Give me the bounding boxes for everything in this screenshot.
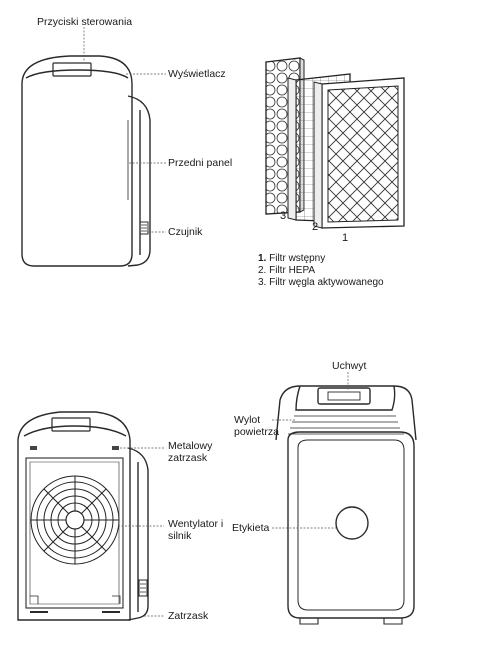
front-leaders bbox=[83, 27, 166, 233]
fan-motor bbox=[30, 475, 120, 565]
label-fan-motor: Wentylator i silnik bbox=[168, 518, 224, 542]
label-sensor: Czujnik bbox=[168, 226, 203, 238]
back-leaders bbox=[272, 372, 349, 529]
filter-number-1: 1 bbox=[342, 232, 349, 244]
back-view-purifier bbox=[275, 385, 417, 625]
label-display: Wyświetlacz bbox=[168, 68, 226, 80]
open-leaders bbox=[118, 447, 164, 617]
legend-item-3: 3. Filtr węgla aktywowanego bbox=[258, 277, 384, 289]
legend-text-1: Filtr wstępny bbox=[269, 253, 326, 264]
filter-number-3: 3 bbox=[280, 210, 287, 222]
filter-1-prefilter bbox=[313, 77, 405, 229]
label-air-outlet: Wylot powietrza bbox=[234, 414, 279, 438]
legend-num-3: 3. bbox=[258, 277, 267, 288]
legend-text-2: Filtr HEPA bbox=[269, 265, 316, 276]
legend-item-1: 1. Filtr wstępny bbox=[258, 253, 384, 265]
label-sticker: Etykieta bbox=[232, 522, 270, 534]
label-control-buttons: Przyciski sterowania bbox=[37, 16, 133, 28]
label-latch: Zatrzask bbox=[168, 610, 209, 622]
legend-num-2: 2. bbox=[258, 265, 267, 276]
open-view-purifier bbox=[17, 411, 149, 621]
legend-num-1: 1. bbox=[258, 253, 267, 264]
filter-legend: 1. Filtr wstępny 2. Filtr HEPA 3. Filtr … bbox=[258, 253, 384, 289]
label-front-panel: Przedni panel bbox=[168, 157, 233, 169]
front-view-purifier bbox=[21, 55, 151, 267]
legend-text-3: Filtr węgla aktywowanego bbox=[269, 277, 384, 288]
legend-item-2: 2. Filtr HEPA bbox=[258, 265, 384, 277]
label-metal-latch: Metalowy zatrzask bbox=[168, 440, 213, 464]
label-handle: Uchwyt bbox=[332, 360, 367, 372]
filter-number-2: 2 bbox=[312, 221, 319, 233]
